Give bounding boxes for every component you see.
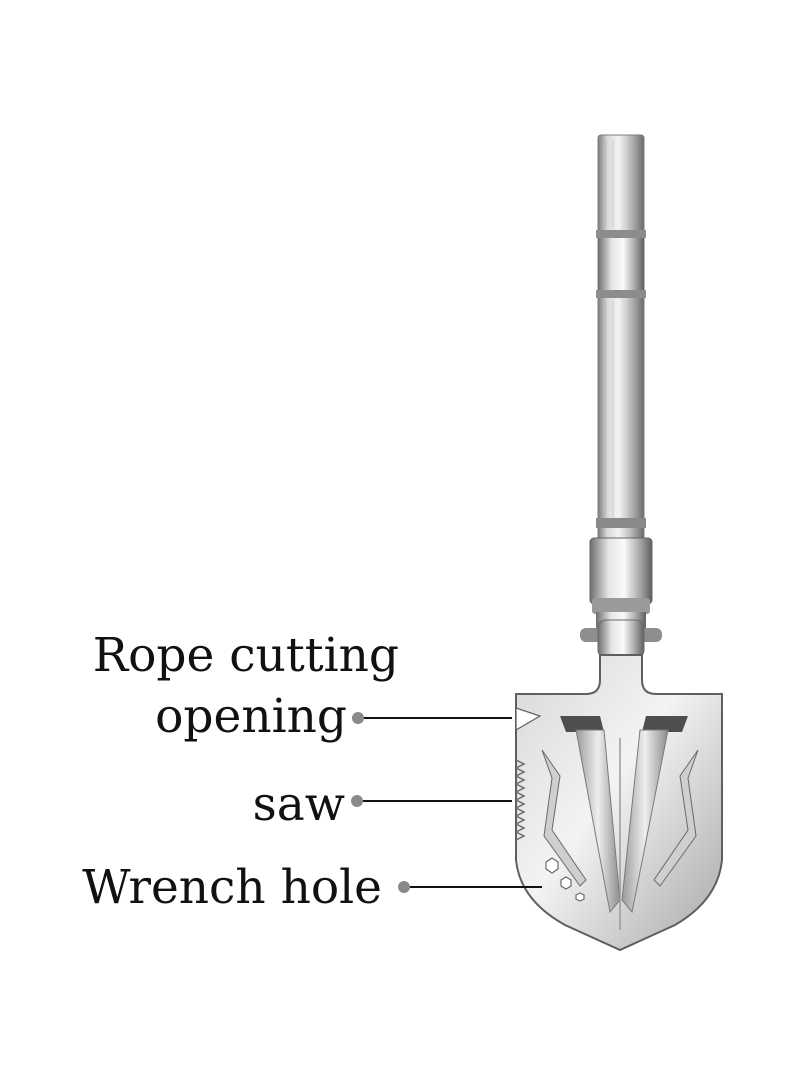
- rope-cutting-label-line2: opening: [155, 689, 347, 744]
- wrench-hole-leader-dot: [398, 881, 410, 893]
- wrench-hole-label: Wrench hole: [82, 860, 382, 915]
- wrench-holes: [545, 857, 585, 902]
- rope-cutting-label-line1: Rope cutting: [92, 628, 399, 683]
- locking-collar: [580, 537, 662, 659]
- rope-cutting-leader-dot: [352, 712, 364, 724]
- rope-cutting-leader-line: [364, 717, 512, 719]
- wrench-hole-leader-line: [410, 886, 542, 888]
- saw-leader-dot: [351, 795, 363, 807]
- saw-leader-line: [363, 800, 512, 802]
- shovel-blade: [514, 654, 723, 952]
- saw-label: saw: [252, 777, 345, 832]
- handle: [596, 134, 646, 541]
